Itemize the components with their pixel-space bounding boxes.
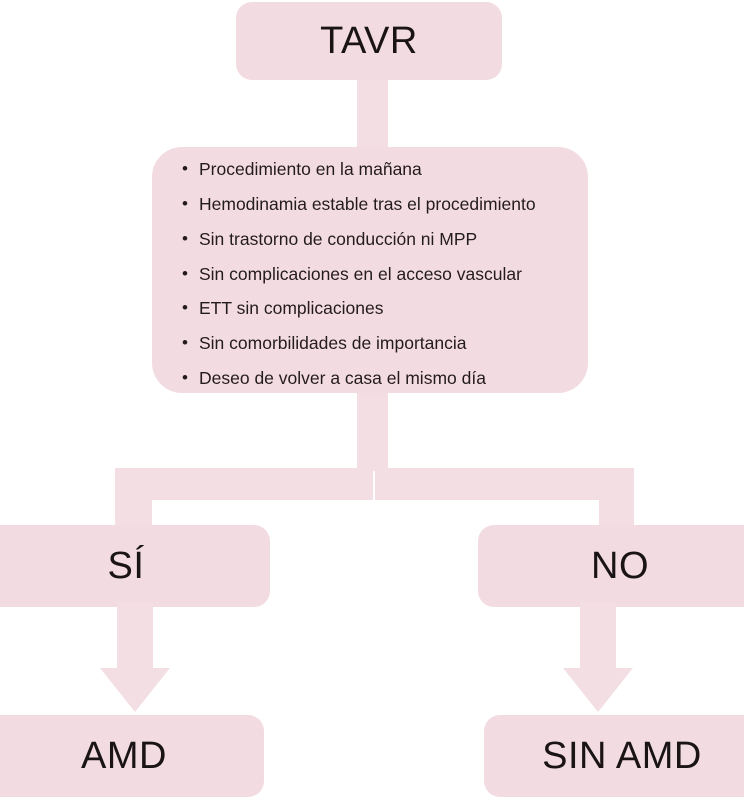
- list-item: Sin complicaciones en el acceso vascular: [182, 265, 570, 284]
- connector-criteria-stem: [357, 385, 388, 471]
- node-decision-no: NO: [478, 525, 744, 607]
- list-item: Sin trastorno de conducción ni MPP: [182, 230, 570, 249]
- connector-drop-to-yes: [115, 468, 152, 530]
- node-criteria-list: Procedimiento en la mañana Hemodinamia e…: [152, 147, 588, 393]
- list-item: Hemodinamia estable tras el procedimient…: [182, 195, 570, 214]
- node-outcome-amd: AMD: [0, 715, 264, 797]
- node-outcome-sin-amd-label: SIN AMD: [542, 735, 702, 777]
- list-item: ETT sin complicaciones: [182, 299, 570, 318]
- criteria-list: Procedimiento en la mañana Hemodinamia e…: [152, 160, 588, 388]
- connector-split-bar-right: [375, 468, 634, 500]
- node-tavr: TAVR: [236, 2, 502, 80]
- connector-drop-to-no: [599, 468, 634, 530]
- node-outcome-amd-label: AMD: [81, 735, 167, 777]
- connector-tavr-to-criteria: [357, 74, 388, 154]
- node-decision-yes-label: SÍ: [107, 545, 145, 587]
- list-item: Deseo de volver a casa el mismo día: [182, 369, 570, 388]
- down-arrow-icon: [562, 602, 634, 712]
- node-tavr-label: TAVR: [320, 20, 418, 62]
- node-decision-yes: SÍ: [0, 525, 270, 607]
- node-decision-no-label: NO: [591, 545, 649, 587]
- down-arrow-icon: [99, 602, 171, 712]
- node-outcome-sin-amd: SIN AMD: [484, 715, 744, 797]
- list-item: Sin comorbilidades de importancia: [182, 334, 570, 353]
- list-item: Procedimiento en la mañana: [182, 160, 570, 179]
- connector-split-bar-left: [115, 468, 373, 500]
